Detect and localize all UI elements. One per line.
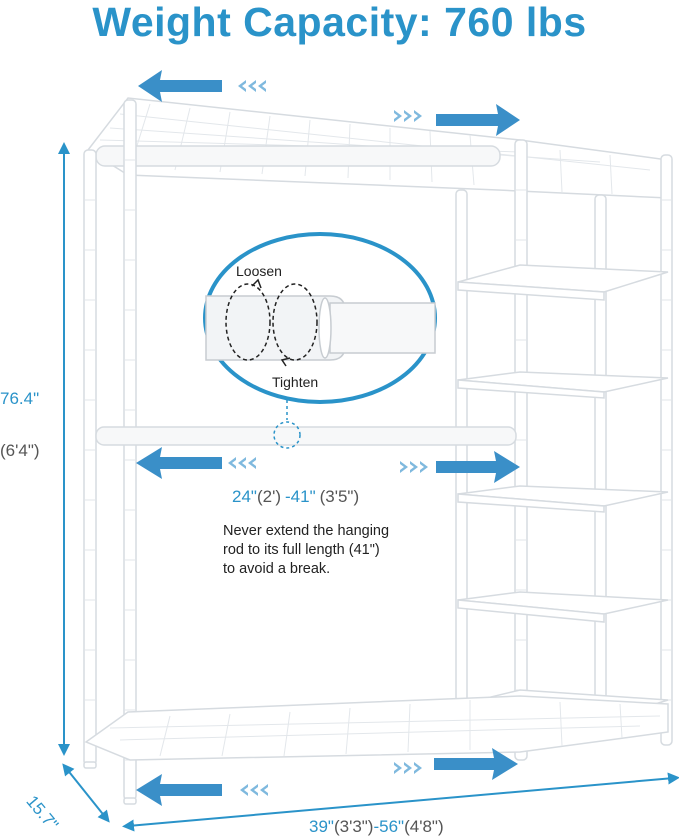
note-line-3: to avoid a break. — [223, 561, 331, 577]
foot-front-left — [83, 761, 97, 769]
arrow-left-icon — [138, 70, 222, 102]
height-inches-label: 76.4" — [0, 389, 39, 408]
rod-arrow-right-icon — [436, 451, 520, 483]
depth-label: 15.7" — [22, 792, 62, 834]
top-expansion-arrows — [138, 70, 520, 136]
bottom-chevrons-left-icon — [240, 784, 268, 796]
rod-expansion-arrows — [136, 447, 520, 483]
rod-min-ft: (2') — [257, 487, 281, 506]
zoom-callout: Loosen Tighten — [203, 232, 437, 449]
rod-arrow-left-icon — [136, 447, 222, 479]
rod-min-in: 24" — [232, 487, 257, 506]
height-feet-label: (6'4") — [0, 441, 40, 460]
side-shelves — [457, 264, 669, 729]
rod-max-ft: (3'5") — [320, 487, 360, 506]
post-front-left — [83, 149, 97, 766]
loosen-arrowhead-icon — [251, 278, 262, 289]
post-back-middle — [514, 139, 528, 761]
width-max-in: 56" — [379, 817, 404, 836]
side-shelf-3-front — [457, 493, 605, 513]
post-back-left — [123, 99, 137, 801]
note-line-2: rod to its full length (41") — [223, 542, 380, 558]
note-line-1: Never extend the hanging — [223, 523, 390, 539]
width-min-ft: (3'3") — [334, 817, 374, 836]
side-shelf-4-front — [457, 599, 605, 623]
rod-detail-thin — [329, 302, 436, 354]
tighten-arrowhead-icon — [280, 357, 291, 367]
callout-anchor-circle — [273, 421, 301, 449]
page-title: Weight Capacity: 760 lbs — [92, 0, 587, 45]
rod-joint-ring — [318, 297, 332, 359]
warning-note: Never extend the hanging rod to its full… — [223, 522, 453, 579]
rod-chevrons-right-icon — [400, 461, 428, 473]
loosen-label: Loosen — [236, 263, 282, 279]
top-hanging-rod — [95, 145, 501, 167]
wardrobe-rack — [83, 97, 673, 805]
bottom-arrow-right-icon — [434, 748, 518, 780]
rod-max-in: 41" — [291, 487, 316, 506]
loosen-rotation-icon — [225, 283, 271, 361]
side-shelf-1-front — [457, 281, 605, 301]
width-label: 39"(3'3")-56"(4'8") — [309, 817, 444, 836]
tighten-rotation-icon — [272, 283, 318, 361]
arrow-right-icon — [436, 104, 520, 136]
side-shelf-2-front — [457, 379, 605, 399]
tighten-label: Tighten — [272, 374, 318, 390]
bottom-chevrons-right-icon — [394, 762, 422, 774]
rod-length-label: 24"(2')-41"(3'5") — [232, 487, 359, 506]
depth-dimension-line — [62, 763, 110, 823]
width-max-ft: (4'8") — [404, 817, 444, 836]
chevrons-left-icon — [238, 80, 266, 92]
rod-separator: - — [285, 487, 291, 506]
middle-hanging-rod — [95, 426, 517, 446]
bottom-shelf — [84, 695, 669, 761]
rod-chevrons-left-icon — [228, 457, 256, 469]
chevrons-right-icon — [394, 110, 422, 122]
foot-back-left — [123, 797, 137, 805]
width-min-in: 39" — [309, 817, 334, 836]
width-separator: - — [373, 817, 379, 836]
width-dimension-line — [122, 772, 679, 832]
bottom-arrow-left-icon — [136, 774, 222, 806]
